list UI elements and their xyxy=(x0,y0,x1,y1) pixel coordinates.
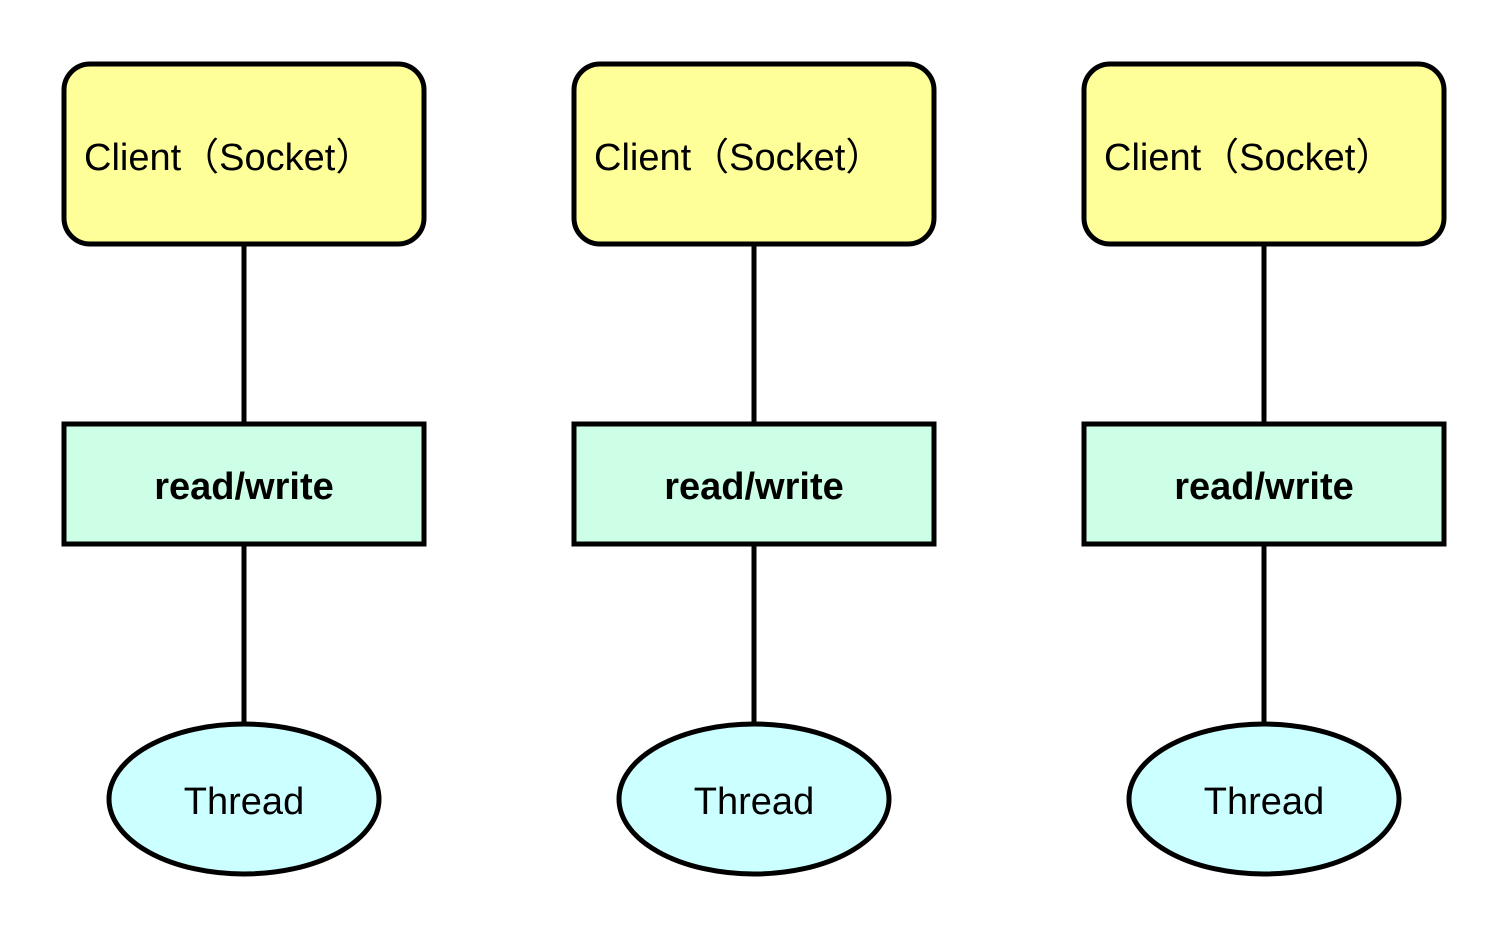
thread-ellipse xyxy=(106,721,382,877)
client-socket-box xyxy=(61,61,427,247)
read-write-label: read/write xyxy=(1174,466,1354,508)
thread-ellipse xyxy=(1126,721,1402,877)
read-write-box xyxy=(61,421,427,547)
thread-label: Thread xyxy=(694,781,814,823)
client-socket-label: Client（Socket） xyxy=(594,137,883,179)
read-write-box xyxy=(571,421,937,547)
column-3: Client（Socket） read/write Thread xyxy=(1081,61,1447,877)
read-write-label: read/write xyxy=(154,466,334,508)
client-socket-label: Client（Socket） xyxy=(1104,137,1393,179)
thread-label: Thread xyxy=(1204,781,1324,823)
client-socket-box xyxy=(1081,61,1447,247)
column-2: Client（Socket） read/write Thread xyxy=(571,61,937,877)
read-write-box xyxy=(1081,421,1447,547)
thread-ellipse xyxy=(616,721,892,877)
client-socket-label: Client（Socket） xyxy=(84,137,373,179)
thread-label: Thread xyxy=(184,781,304,823)
read-write-label: read/write xyxy=(664,466,844,508)
column-1: Client（Socket） read/write Thread xyxy=(61,61,427,877)
client-socket-box xyxy=(571,61,937,247)
